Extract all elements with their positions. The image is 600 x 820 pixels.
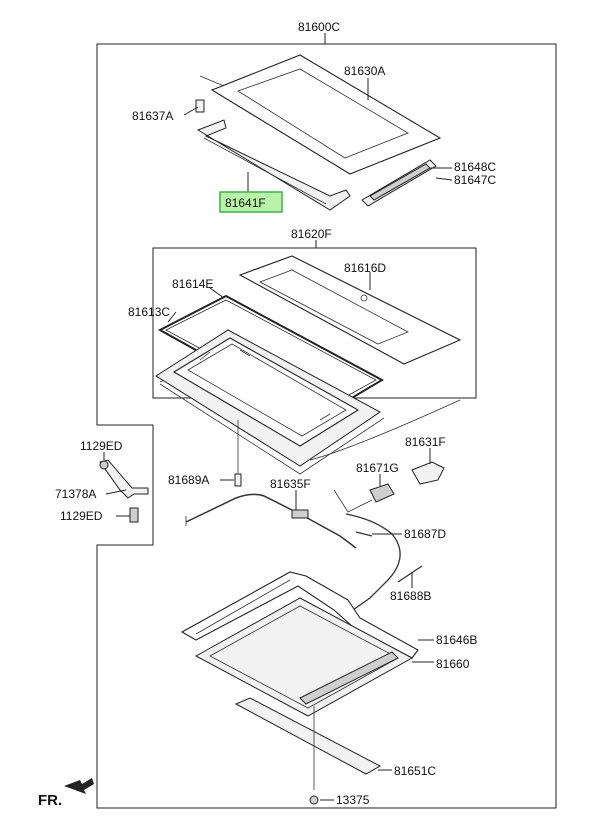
shade-panel	[238, 255, 462, 365]
callout-motor: 81671G	[356, 461, 399, 475]
callout-cable: 81635F	[270, 477, 311, 491]
assembly-boundary	[96, 43, 557, 809]
callout-shade: 81616D	[344, 261, 386, 275]
callout-motor-bracket: 81631F	[405, 435, 446, 449]
grommet	[309, 795, 319, 805]
glass-panel	[210, 54, 442, 175]
callout-line-bracket-mount	[105, 489, 127, 495]
drive-cable	[185, 493, 357, 549]
callout-line-bracket-small	[183, 106, 199, 116]
direction-label: FR.	[38, 792, 62, 809]
callout-line-weatherstrip	[209, 287, 225, 299]
callout-bolt-lower: 1129ED	[60, 509, 103, 523]
callout-frame: 81613C	[128, 305, 170, 319]
direction-arrow-icon	[64, 778, 94, 794]
callout-line-rail-2	[435, 177, 453, 181]
frame-assy-boundary	[152, 247, 477, 399]
callout-grommet: 13375	[336, 793, 370, 807]
callout-bracket-small: 81637A	[132, 109, 173, 123]
callout-sunshade: 81660	[436, 657, 470, 671]
callout-mechanism: 81646B	[436, 633, 477, 647]
guide-rail	[361, 159, 437, 207]
bracket-mount	[99, 459, 149, 523]
callout-assy: 81600C	[298, 20, 340, 34]
callout-bolt-upper: 1129ED	[80, 439, 123, 453]
motor-bracket	[411, 461, 445, 485]
deflector-highlight[interactable]	[219, 191, 283, 213]
callout-hose: 81687D	[404, 527, 446, 541]
callout-rail-assy: 81651C	[394, 764, 436, 778]
motor	[333, 483, 395, 513]
callout-rail-1: 81648C	[454, 160, 496, 174]
deflector	[196, 119, 351, 211]
callout-rail-2: 81647C	[454, 173, 496, 187]
callout-glass: 81630A	[344, 64, 385, 78]
drain-clip	[234, 420, 242, 487]
callout-frame-assy: 81620F	[291, 227, 332, 241]
sunroof-frame	[155, 329, 385, 475]
callout-line-frame	[167, 311, 177, 323]
callout-bracket-mount: 71378A	[55, 487, 96, 501]
rail-assy	[234, 651, 399, 790]
mechanism	[180, 571, 419, 659]
callout-weatherstrip: 81614E	[172, 277, 213, 291]
callout-drain-clip: 81689A	[168, 473, 209, 487]
small-bracket	[195, 75, 225, 113]
callout-hose-rear: 81688B	[390, 589, 431, 603]
callout-deflector[interactable]: 81641F	[225, 196, 266, 210]
